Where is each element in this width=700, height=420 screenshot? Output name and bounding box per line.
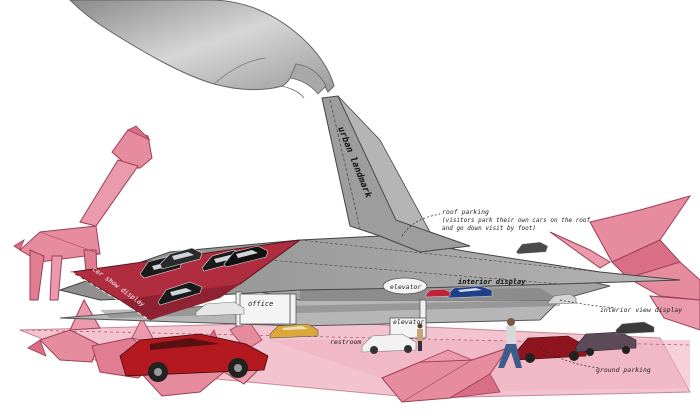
car-icon: [447, 285, 493, 299]
car-icon: [269, 323, 319, 339]
elevator-top: [382, 277, 428, 295]
office-box: [239, 293, 291, 325]
car-icon: [157, 281, 203, 306]
car-icon: [223, 245, 269, 268]
label-elevator-top: elevator: [390, 283, 421, 291]
label-roof-parking-detail-1: (visitors park their own cars on the roo…: [442, 217, 590, 224]
label-restroom: restroom: [330, 338, 361, 346]
crane-origami-icon: [381, 347, 510, 403]
car-icon: [195, 301, 245, 317]
car-icon: [159, 247, 203, 270]
car-icon: [515, 241, 549, 255]
label-roof-parking-detail-2: and go down visit by foot): [442, 225, 536, 232]
car-icon: [615, 321, 655, 335]
hand-icon: [69, 0, 335, 99]
car-icon: [119, 333, 269, 382]
car-icon: [425, 288, 451, 298]
label-roof-parking: roof parking: [442, 208, 489, 216]
label-elevator-bottom: elevator: [393, 318, 424, 326]
car-icon: [361, 333, 417, 354]
car-icon: [575, 331, 637, 356]
label-ground-parking: ground parking: [596, 366, 651, 374]
label-office: office: [248, 300, 273, 308]
person-icon: [498, 318, 522, 368]
person-icon: [417, 323, 423, 351]
giraffe-origami-icon: [13, 125, 153, 301]
label-interior-view-display: interior view display: [600, 306, 682, 314]
annotation-leaders: [401, 213, 617, 369]
label-interior-display: interior display: [458, 278, 526, 286]
